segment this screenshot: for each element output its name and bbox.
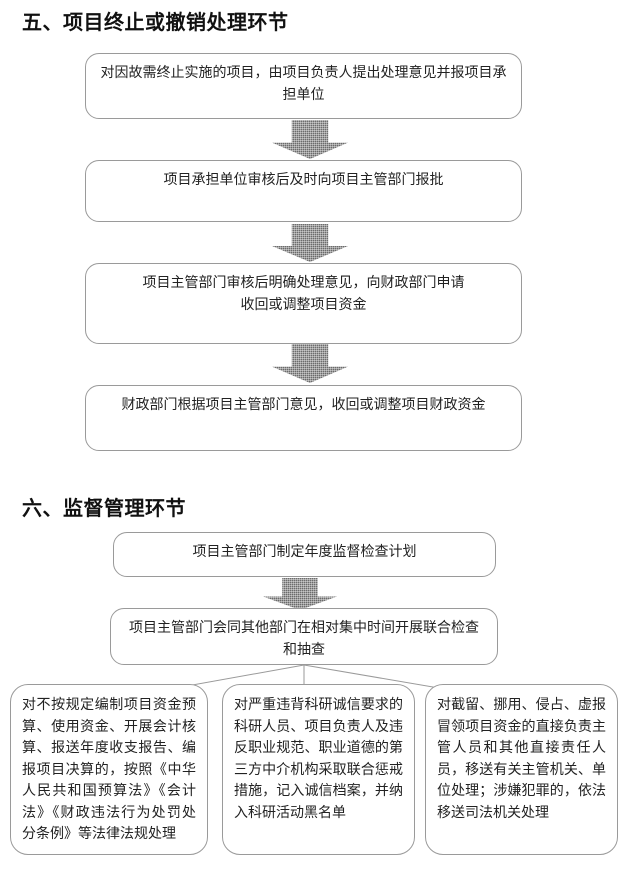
outcome-box-fund-misappropriation: 对截留、挪用、侵占、虚报冒领项目资金的直接负责主管人员和其他直接责任人员，移送有… (425, 684, 618, 855)
section-heading-6: 六、监督管理环节 (22, 498, 186, 520)
process-box-competent-department-opinion: 项目主管部门审核后明确处理意见，向财政部门申请 收回或调整项目资金 (85, 263, 522, 344)
process-box-text: 财政部门根据项目主管部门意见，收回或调整项目财政资金 (121, 398, 486, 413)
process-box-text: 项目主管部门审核后明确处理意见，向财政部门申请 收回或调整项目资金 (142, 276, 465, 313)
down-arrow-icon (272, 224, 348, 262)
outcome-box-research-integrity-violations: 对严重违背科研诚信要求的科研人员、项目负责人及违反职业规范、职业道德的第三方中介… (222, 684, 415, 855)
process-box-finance-department-recovery: 财政部门根据项目主管部门意见，收回或调整项目财政资金 (85, 385, 522, 451)
down-arrow-icon (272, 344, 348, 383)
outcome-box-budget-violations: 对不按规定编制项目资金预算、使用资金、开展会计核算、报送年度收支报告、编报项目决… (10, 684, 208, 855)
process-box-undertaking-unit-review: 项目承担单位审核后及时向项目主管部门报批 (85, 160, 522, 222)
process-box-project-termination-proposal: 对因故需终止实施的项目，由项目负责人提出处理意见并报项目承 担单位 (85, 53, 522, 119)
outcome-box-text: 对不按规定编制项目资金预算、使用资金、开展会计核算、报送年度收支报告、编报项目决… (22, 698, 196, 842)
process-box-text: 项目承担单位审核后及时向项目主管部门报批 (163, 173, 444, 188)
outcome-box-text: 对严重违背科研诚信要求的科研人员、项目负责人及违反职业规范、职业道德的第三方中介… (234, 698, 403, 821)
section-heading-5: 五、项目终止或撤销处理环节 (22, 12, 289, 34)
down-arrow-icon (272, 120, 348, 159)
process-box-annual-supervision-plan: 项目主管部门制定年度监督检查计划 (113, 532, 496, 577)
process-box-text: 项目主管部门制定年度监督检查计划 (192, 545, 417, 560)
down-arrow-icon (263, 578, 337, 610)
process-box-text: 对因故需终止实施的项目，由项目负责人提出处理意见并报项目承 担单位 (100, 66, 507, 103)
process-box-joint-inspection: 项目主管部门会同其他部门在相对集中时间开展联合检查 和抽查 (110, 608, 498, 665)
process-box-text: 项目主管部门会同其他部门在相对集中时间开展联合检查 和抽查 (129, 621, 479, 658)
outcome-box-text: 对截留、挪用、侵占、虚报冒领项目资金的直接负责主管人员和其他直接责任人员，移送有… (437, 698, 606, 821)
